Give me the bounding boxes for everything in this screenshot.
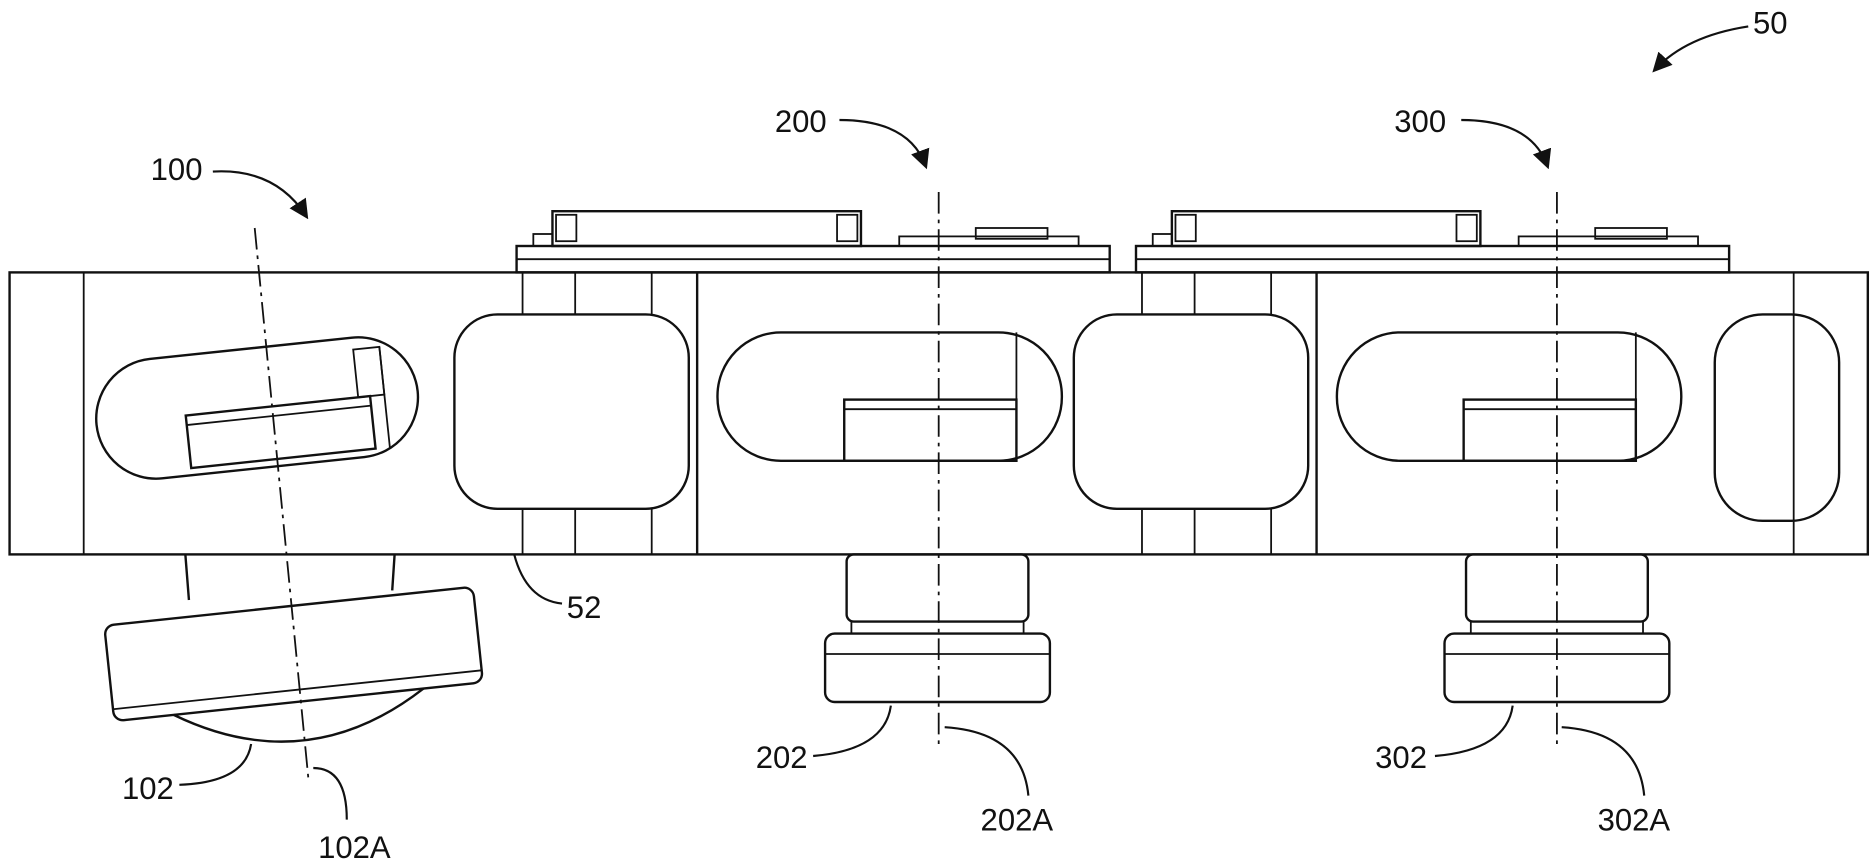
station-300 — [1072, 209, 1731, 704]
station-200 — [453, 209, 1111, 704]
station-100 — [95, 336, 484, 743]
axis-102A — [253, 227, 310, 781]
label-302: 302 — [1375, 740, 1427, 775]
label-302A: 302A — [1598, 802, 1671, 837]
label-102: 102 — [122, 771, 174, 806]
end-window — [1713, 313, 1841, 522]
label-300: 300 — [1394, 104, 1446, 139]
label-200: 200 — [775, 104, 827, 139]
label-202A: 202A — [981, 802, 1054, 837]
label-102A: 102A — [318, 830, 391, 864]
label-100: 100 — [151, 152, 203, 187]
label-52: 52 — [567, 590, 602, 625]
label-202: 202 — [756, 740, 808, 775]
label-50: 50 — [1753, 6, 1788, 41]
